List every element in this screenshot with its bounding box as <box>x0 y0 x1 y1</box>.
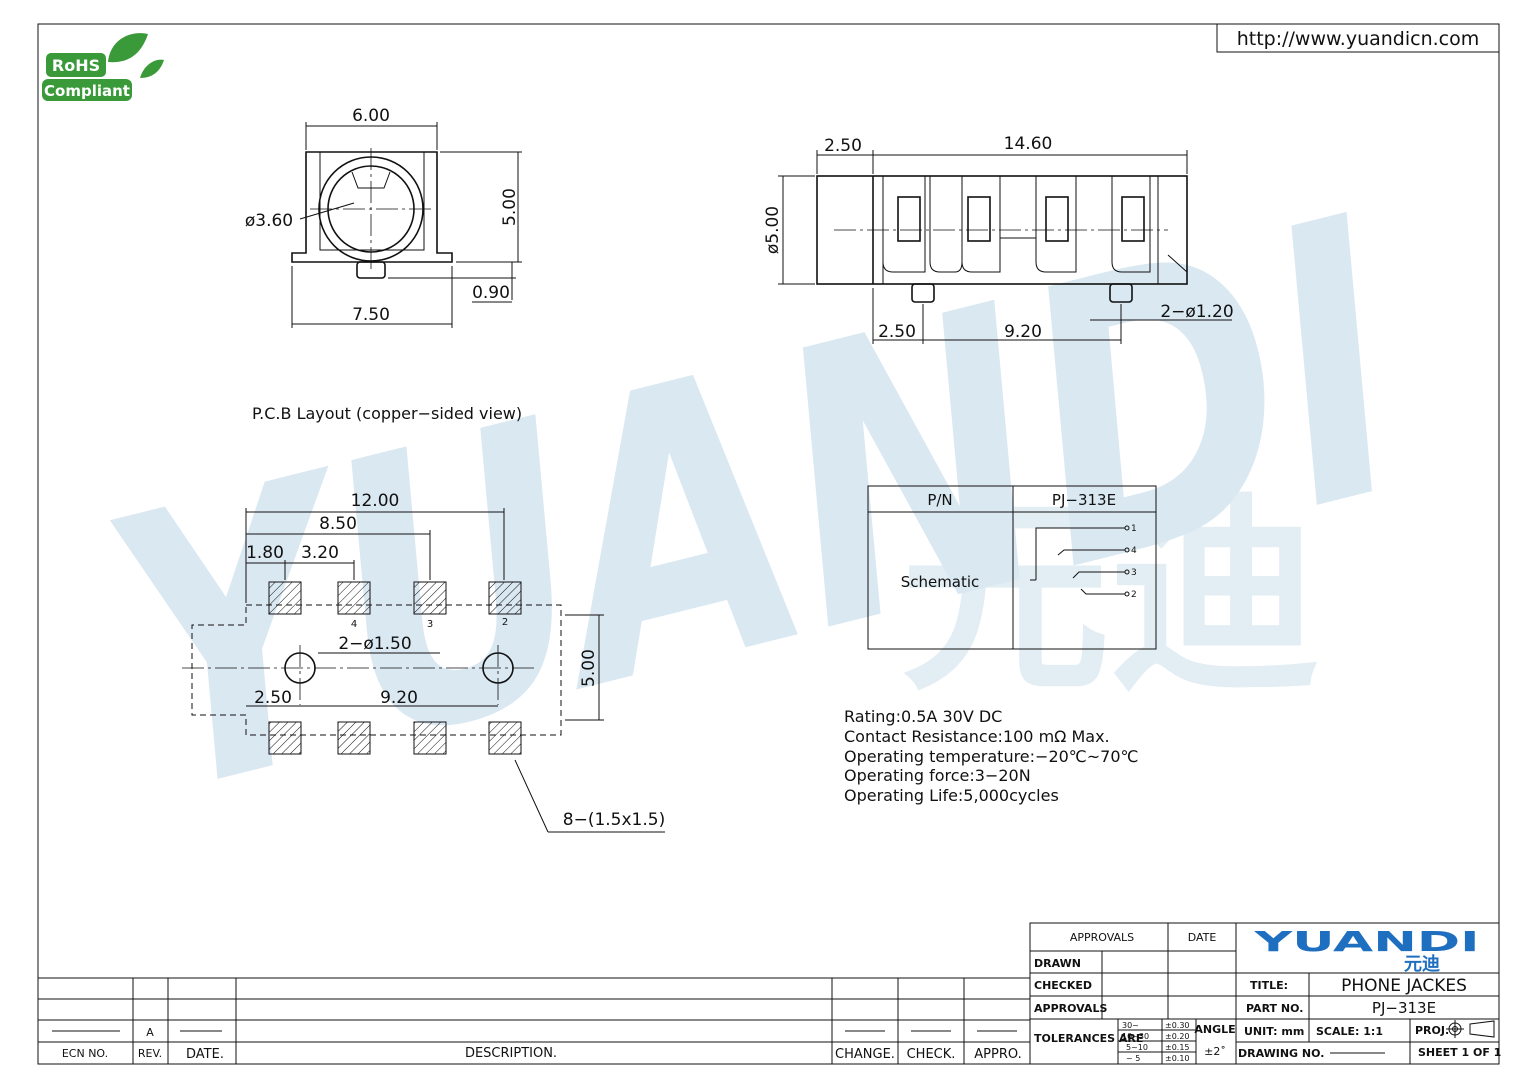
tol-range-4: ~ 5 <box>1126 1054 1140 1063</box>
pad <box>488 721 522 755</box>
unit-label: UNIT: mm <box>1244 1025 1304 1038</box>
projection-symbol-icon <box>1446 1020 1495 1038</box>
front-dim-base: 7.50 <box>352 305 390 325</box>
leaf-icon <box>108 33 148 63</box>
pn-col1: P/N <box>927 491 952 509</box>
change-label: CHANGE. <box>835 1047 895 1062</box>
pcb-dim-920: 9.20 <box>380 688 418 708</box>
pcb-pad-note: 8−(1.5x1.5) <box>563 810 665 830</box>
pcb-dim-height: 5.00 <box>579 649 599 687</box>
approvals-label: APPROVALS <box>1034 1002 1107 1015</box>
approvals-header: APPROVALS <box>1070 931 1134 944</box>
description-label: DESCRIPTION. <box>465 1046 557 1061</box>
pcb-dim-total: 12.00 <box>351 491 400 511</box>
front-dim-width: 6.00 <box>352 106 390 126</box>
pn-table: P/N PJ−313E Schematic 1 4 3 2 <box>867 485 1157 650</box>
side-view: 2.50 14.60 ø5.00 2.50 9.20 2−ø1.20 <box>763 134 1234 344</box>
spec-rating: Rating:0.5A 30V DC <box>844 707 1002 726</box>
side-dim-pin-offset: 2.50 <box>878 322 916 342</box>
side-dim-offset: 2.50 <box>824 136 862 156</box>
side-dim-length: 14.60 <box>1004 134 1053 154</box>
pcb-dim-250: 2.50 <box>254 688 292 708</box>
angle-label: ANGLE <box>1194 1023 1235 1036</box>
drawing-no-label: DRAWING NO. <box>1238 1047 1324 1060</box>
rev-value: A <box>146 1026 154 1039</box>
rohs-text: RoHS <box>52 56 100 75</box>
pad <box>337 581 371 615</box>
spec-life: Operating Life:5,000cycles <box>844 786 1059 805</box>
pcb-title: P.C.B Layout (copper−sided view) <box>252 404 522 423</box>
tol-range-3: 5~10 <box>1126 1043 1148 1052</box>
part-value: PJ−313E <box>1372 999 1436 1017</box>
pad <box>268 581 302 615</box>
tol-range-1: 30~ <box>1122 1021 1139 1030</box>
title-label: TITLE: <box>1250 979 1288 992</box>
tol-range-2: 10~30 <box>1122 1032 1149 1041</box>
logo-chinese: 元迪 <box>1404 954 1440 975</box>
tol-value-2: ±0.20 <box>1165 1032 1190 1041</box>
pn-row-label: Schematic <box>901 573 980 591</box>
checked-label: CHECKED <box>1034 979 1092 992</box>
pin-label-1: 1 <box>1131 524 1137 534</box>
appro-label: APPRO. <box>974 1047 1021 1062</box>
spec-resistance: Contact Resistance:100 mΩ Max. <box>844 727 1110 746</box>
scale-label: SCALE: 1:1 <box>1316 1025 1383 1038</box>
pad <box>413 721 447 755</box>
side-dim-pin-pitch: 9.20 <box>1004 322 1042 342</box>
pad <box>413 581 447 615</box>
date-header: DATE <box>1188 931 1217 944</box>
spec-temperature: Operating temperature:−20℃~70℃ <box>844 747 1139 766</box>
front-view: 6.00 ø3.60 5.00 0.90 7.50 <box>245 106 522 328</box>
logo-text: YUANDI <box>1253 925 1480 958</box>
side-dim-pins: 2−ø1.20 <box>1160 302 1233 322</box>
pin-label-2: 2 <box>1131 590 1137 600</box>
spec-force: Operating force:3−20N <box>844 766 1031 785</box>
front-dim-pin: 0.90 <box>472 283 510 303</box>
watermark: YUANDI 元迪 <box>73 137 1442 881</box>
tol-value-4: ±0.10 <box>1165 1054 1190 1063</box>
url-box <box>1216 23 1500 53</box>
pad-label-2: 2 <box>502 617 508 628</box>
schematic-symbol: 1 4 3 2 <box>1030 524 1137 600</box>
pad <box>268 721 302 755</box>
rohs-badge: RoHS Compliant <box>42 33 164 101</box>
pad-label-4: 4 <box>351 619 357 630</box>
angle-value: ±2˚ <box>1204 1045 1226 1058</box>
url-text: http://www.yuandicn.com <box>1237 28 1480 50</box>
compliant-text: Compliant <box>44 82 130 100</box>
date-label: DATE. <box>186 1047 224 1062</box>
pcb-layout: P.C.B Layout (copper−sided view) 4 3 2 1… <box>182 404 665 833</box>
yuandi-logo: YUANDI 元迪 <box>1253 925 1480 975</box>
front-dim-height: 5.00 <box>500 188 520 226</box>
title-value: PHONE JACKES <box>1341 976 1467 996</box>
sheet-label: SHEET 1 OF 1 <box>1418 1046 1501 1059</box>
pcb-dim-320: 3.20 <box>301 543 339 563</box>
pad <box>488 581 522 615</box>
rev-label: REV. <box>138 1047 162 1060</box>
pn-col2: PJ−313E <box>1052 491 1116 509</box>
proj-label: PROJ. <box>1415 1024 1449 1037</box>
drawn-label: DRAWN <box>1034 957 1081 970</box>
pin-label-3: 3 <box>1131 568 1137 578</box>
tol-value-1: ±0.30 <box>1165 1021 1190 1030</box>
pcb-dim-850: 8.50 <box>319 514 357 534</box>
pad-label-3: 3 <box>427 619 433 630</box>
part-label: PART NO. <box>1246 1002 1303 1015</box>
title-block: APPROVALS DATE DRAWN CHECKED APPROVALS T… <box>1029 922 1501 1065</box>
side-dim-diameter: ø5.00 <box>763 206 783 254</box>
tol-value-3: ±0.15 <box>1165 1043 1190 1052</box>
ecn-label: ECN NO. <box>62 1047 108 1060</box>
front-dim-diameter: ø3.60 <box>245 211 293 231</box>
specs: Rating:0.5A 30V DC Contact Resistance:10… <box>844 707 1139 805</box>
pcb-dim-180: 1.80 <box>246 543 284 563</box>
revision-block: A ECN NO. REV. DATE. DESCRIPTION. CHANGE… <box>38 977 1030 1064</box>
pad <box>337 721 371 755</box>
pcb-dim-holes: 2−ø1.50 <box>338 634 411 654</box>
pin-label-4: 4 <box>1131 546 1137 556</box>
watermark-chinese: 元迪 <box>900 475 1320 720</box>
check-label: CHECK. <box>907 1047 956 1062</box>
sheet-border <box>37 23 1500 1065</box>
tolerances-label: TOLERANCES ARE <box>1034 1032 1143 1045</box>
